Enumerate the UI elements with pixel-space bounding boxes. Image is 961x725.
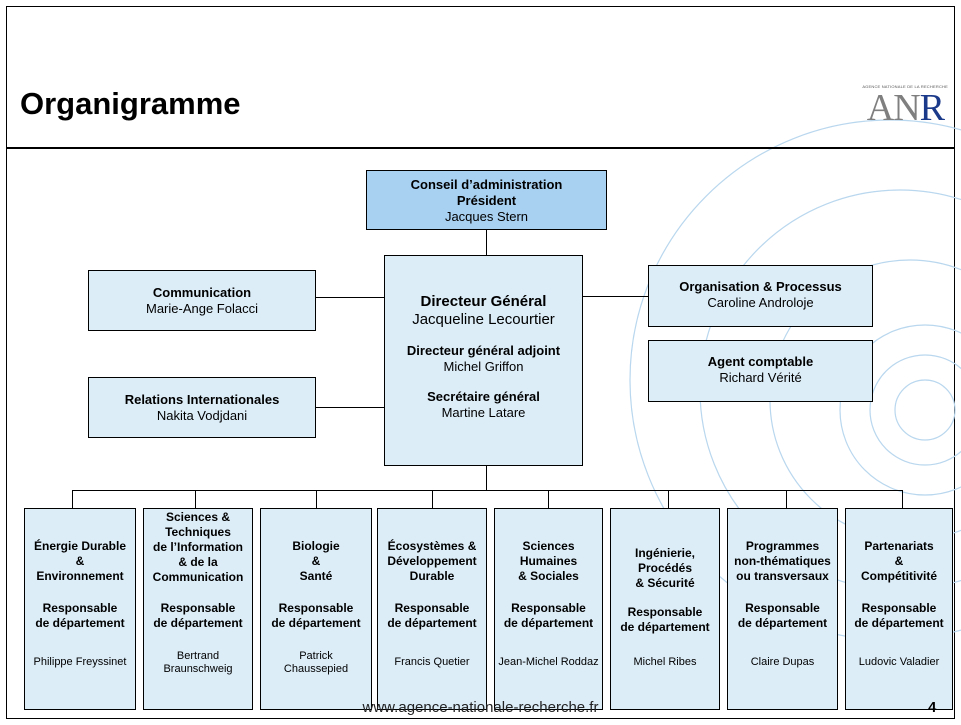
communication-box: Communication Marie-Ange Folacci bbox=[88, 270, 316, 331]
communication-name: Marie-Ange Folacci bbox=[146, 301, 258, 316]
board-box: Conseil d’administration Président Jacqu… bbox=[366, 170, 607, 230]
secretary-general-name: Martine Latare bbox=[441, 405, 526, 420]
connector-dg-intl bbox=[315, 407, 385, 408]
connector-dept-5 bbox=[548, 490, 549, 508]
communication-title: Communication bbox=[152, 285, 252, 300]
connector-dept-8 bbox=[902, 490, 903, 508]
department-programmes: Programmes non-thématiques ou transversa… bbox=[727, 508, 838, 710]
board-title: Conseil d’administration bbox=[410, 177, 563, 192]
dg-title: Directeur Général bbox=[420, 293, 547, 310]
department-ingenierie: Ingénierie, Procédés & Sécurité Responsa… bbox=[610, 508, 720, 710]
orga-title: Organisation & Processus bbox=[679, 279, 842, 294]
department-stic: Sciences & Techniques de l’Information &… bbox=[143, 508, 253, 710]
title-divider bbox=[7, 147, 954, 149]
department-energie: Énergie Durable & Environnement Responsa… bbox=[24, 508, 136, 710]
deputy-name: Michel Griffon bbox=[443, 359, 524, 374]
orga-name: Caroline Androloje bbox=[707, 295, 814, 310]
agent-comptable-box: Agent comptable Richard Vérité bbox=[648, 340, 873, 402]
page-title: Organigramme bbox=[20, 86, 241, 121]
agent-name: Richard Vérité bbox=[719, 370, 802, 385]
director-general-box: Directeur Général Jacqueline Lecourtier … bbox=[384, 255, 583, 466]
connector-dept-4 bbox=[432, 490, 433, 508]
connector-dg-communication bbox=[315, 297, 385, 298]
connector-dept-7 bbox=[786, 490, 787, 508]
agent-title: Agent comptable bbox=[707, 354, 814, 369]
connector-dept-2 bbox=[195, 490, 196, 508]
board-president-label: Président bbox=[456, 193, 517, 208]
department-partenariats: Partenariats & Compétitivité Responsable… bbox=[845, 508, 953, 710]
intl-title: Relations Internationales bbox=[124, 392, 280, 407]
dg-name: Jacqueline Lecourtier bbox=[412, 311, 555, 328]
connector-dept-3 bbox=[316, 490, 317, 508]
connector-departments-bus bbox=[72, 490, 902, 491]
organisation-processus-box: Organisation & Processus Caroline Androl… bbox=[648, 265, 873, 327]
connector-dg-orga bbox=[583, 296, 648, 297]
board-president-name: Jacques Stern bbox=[444, 209, 529, 224]
international-relations-box: Relations Internationales Nakita Vodjdan… bbox=[88, 377, 316, 438]
department-shs: Sciences Humaines & Sociales Responsable… bbox=[494, 508, 603, 710]
connector-dg-down bbox=[486, 465, 487, 491]
connector-dept-1 bbox=[72, 490, 73, 508]
secretary-general-title: Secrétaire général bbox=[427, 389, 540, 404]
page-number: 4 bbox=[928, 699, 937, 716]
connector-dept-6 bbox=[668, 490, 669, 508]
department-ecosystemes: Écosystèmes & Développement Durable Resp… bbox=[377, 508, 487, 710]
anr-logo: AGENCE NATIONALE DE LA RECHERCHE ANR bbox=[862, 84, 948, 129]
slide-frame bbox=[6, 6, 955, 719]
intl-name: Nakita Vodjdani bbox=[156, 408, 248, 423]
footer-url: www.agence-nationale-recherche.fr bbox=[362, 699, 599, 716]
connector-board-dg bbox=[486, 229, 487, 255]
deputy-title: Directeur général adjoint bbox=[406, 343, 561, 358]
